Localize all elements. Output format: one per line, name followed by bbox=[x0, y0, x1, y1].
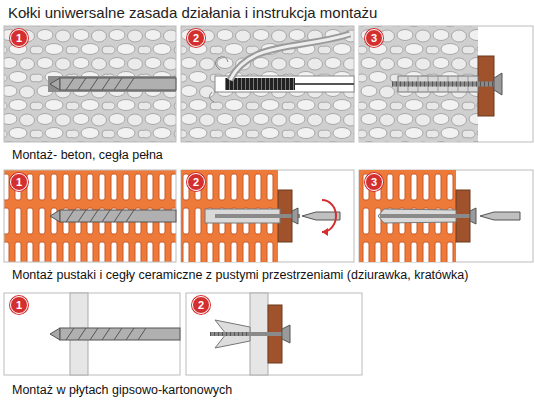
panel-concrete-clean bbox=[181, 26, 354, 142]
title: Kołki uniwersalne zasada działania i ins… bbox=[8, 4, 377, 21]
drill-flutes bbox=[66, 210, 134, 222]
callout-number: 3 bbox=[365, 29, 383, 47]
panel-drywall-screw bbox=[186, 293, 362, 375]
screw-head bbox=[292, 208, 298, 224]
callout-number: 3 bbox=[365, 173, 383, 191]
callout-number: 1 bbox=[10, 173, 28, 191]
brush-bristles bbox=[225, 78, 295, 90]
brush-handle bbox=[295, 83, 354, 85]
drill-tip bbox=[50, 328, 60, 340]
cleaning-brush bbox=[225, 78, 295, 90]
panel-hollow-insert bbox=[181, 170, 354, 262]
panel-concrete-screw bbox=[359, 26, 533, 142]
stone-wall bbox=[4, 26, 176, 142]
dust bbox=[209, 57, 228, 102]
panel-hollow-drill bbox=[4, 170, 176, 262]
screw-shank bbox=[215, 214, 300, 218]
caption: Montaż- beton, cegła pełna bbox=[12, 148, 163, 162]
blow-tube bbox=[230, 34, 350, 80]
blow-tube-inner bbox=[230, 34, 350, 80]
caption: Montaż w płytach gipsowo-kartonowych bbox=[12, 383, 232, 397]
drill-hole bbox=[215, 76, 354, 92]
callout-number: 2 bbox=[187, 29, 205, 47]
drill-bit bbox=[60, 78, 176, 90]
callout-number: 2 bbox=[187, 173, 205, 191]
screwdriver bbox=[302, 212, 340, 220]
screw-shank bbox=[210, 332, 286, 336]
screw-thread bbox=[210, 332, 250, 336]
drill-tip bbox=[50, 78, 60, 90]
screw-shank bbox=[392, 82, 500, 87]
drill-hole bbox=[48, 76, 176, 92]
drill-tip bbox=[50, 210, 60, 222]
drill-flutes bbox=[66, 78, 134, 90]
drill-bit bbox=[60, 328, 180, 340]
panel-frame bbox=[186, 293, 362, 375]
hollow-brick bbox=[4, 170, 176, 262]
screw-shank bbox=[380, 214, 474, 218]
panel-frame bbox=[4, 293, 180, 375]
drill-bit bbox=[60, 210, 176, 222]
panel-concrete-drill bbox=[4, 26, 176, 142]
drill-flutes bbox=[66, 328, 146, 340]
screwdriver bbox=[480, 212, 520, 220]
panel-frame bbox=[359, 170, 533, 262]
screw-thread bbox=[392, 82, 494, 87]
panel-frame bbox=[181, 170, 354, 262]
callout-number: 1 bbox=[10, 296, 28, 314]
screw-head bbox=[282, 325, 290, 343]
callout-number: 1 bbox=[10, 29, 28, 47]
rotation-arrowhead bbox=[322, 228, 328, 236]
stone-wall bbox=[181, 26, 354, 142]
screw-head bbox=[470, 208, 476, 224]
callout-number: 2 bbox=[192, 296, 210, 314]
rotation-arrow bbox=[322, 200, 336, 232]
panel-hollow-screw bbox=[359, 170, 533, 262]
caption: Montaż pustaki i cegły ceramiczne z pust… bbox=[12, 268, 468, 282]
panel-drywall-drill bbox=[4, 293, 180, 375]
panel-frame bbox=[359, 26, 533, 142]
screw-head bbox=[494, 73, 502, 95]
